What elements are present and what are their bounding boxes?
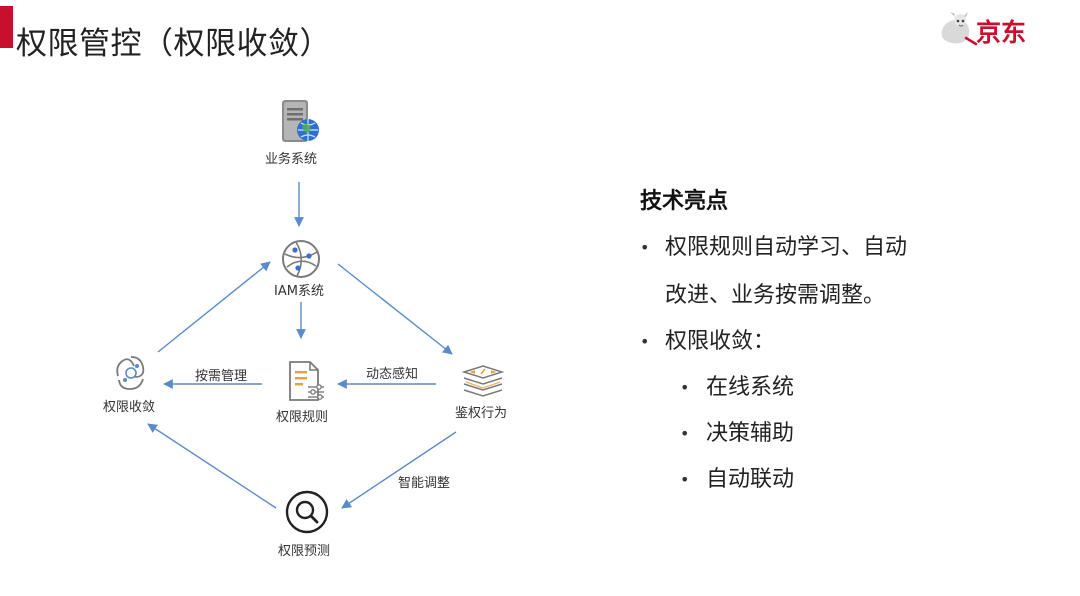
- edge-label-on-demand: 按需管理: [195, 369, 248, 384]
- bullet-dot: •: [640, 332, 650, 351]
- loop-converge-icon: [116, 356, 145, 390]
- page-title: 权限管控（权限收敛）: [16, 26, 331, 62]
- permission-flow-diagram: 业务系统 IAM系统 权限规则 鉴权行为: [0, 80, 600, 596]
- node-label-behavior: 鉴权行为: [455, 406, 508, 421]
- document-settings-icon: [289, 361, 324, 401]
- bullet-1-line-1: 权限规则自动学习、自动: [665, 235, 908, 260]
- sub-bullet-dot: •: [680, 378, 690, 397]
- node-label-converge: 权限收敛: [103, 400, 156, 415]
- sub-item-decision: 决策辅助: [706, 421, 795, 446]
- magnifier-icon: [285, 490, 329, 534]
- sub-bullet-dot: •: [680, 424, 690, 443]
- edge-label-smart-adjust: 智能调整: [398, 476, 451, 491]
- bullet-2: 权限收敛：: [665, 329, 776, 354]
- server-globe-icon: [282, 100, 319, 142]
- bullet-dot: •: [640, 238, 650, 257]
- sub-item-online: 在线系统: [706, 375, 795, 400]
- edge-predict-to-converge: [147, 423, 277, 509]
- title-accent-bar: [0, 6, 13, 48]
- panel-title: 技术亮点: [640, 189, 729, 214]
- jd-logo: 京东: [936, 10, 1046, 56]
- jd-dog-icon: [941, 12, 978, 46]
- edge-label-dynamic-sense: 动态感知: [366, 367, 419, 382]
- edge-behavior-to-predict: [341, 431, 457, 509]
- node-label-business: 业务系统: [265, 152, 318, 167]
- diagram-edges: [147, 182, 457, 509]
- sub-item-linkage: 自动联动: [706, 467, 795, 492]
- edge-converge-to-iam: [157, 261, 271, 353]
- edge-iam-to-behavior: [337, 263, 453, 355]
- bullet-1-line-2: 改进、业务按需调整。: [665, 283, 886, 308]
- node-label-predict: 权限预测: [278, 544, 331, 559]
- network-globe-icon: [282, 240, 320, 278]
- node-label-rules: 权限规则: [276, 410, 329, 425]
- node-label-iam: IAM系统: [274, 284, 324, 299]
- sub-bullet-dot: •: [680, 470, 690, 489]
- logo-text: 京东: [976, 18, 1027, 47]
- layers-code-icon: [461, 365, 505, 397]
